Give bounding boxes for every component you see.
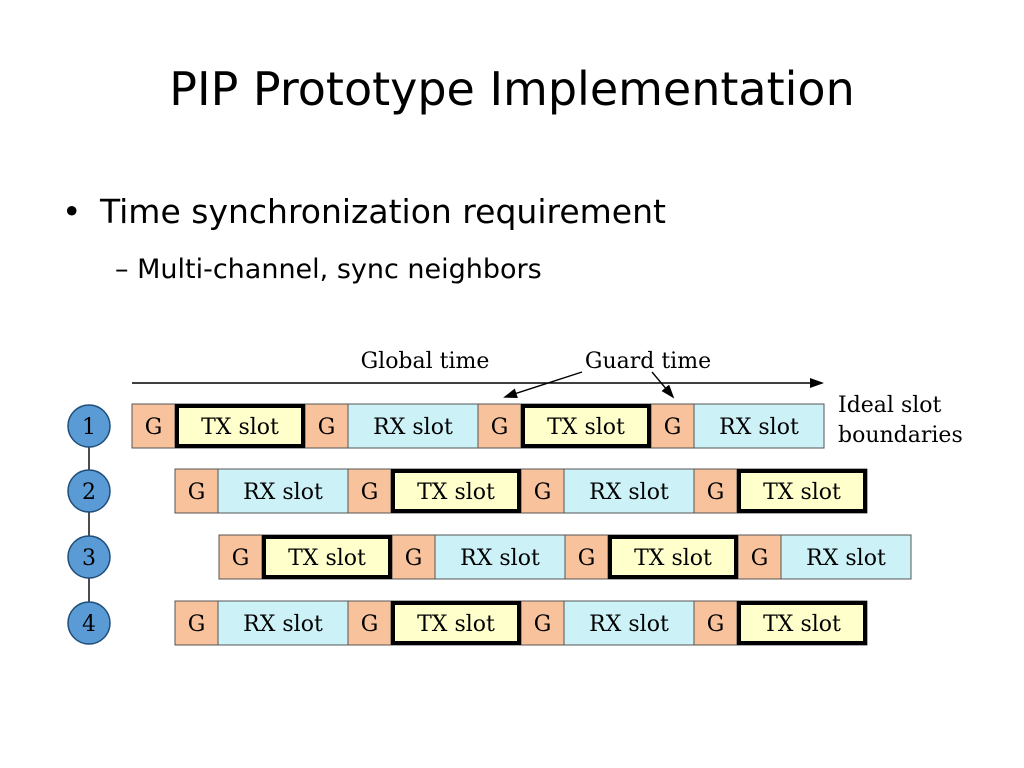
guard-slot-cell-row1-4 <box>477 403 522 449</box>
node-label-4: 4 <box>82 612 96 637</box>
node-label-3: 3 <box>82 546 96 571</box>
rx-slot-label: RX slot <box>243 612 323 637</box>
rx-slot-cell-row3-7 <box>780 534 912 580</box>
guard-slot-label: G <box>751 546 769 571</box>
tx-slot-cell-row4-3 <box>390 600 522 646</box>
guard-slot-cell-row4-4 <box>520 600 565 646</box>
guard-slot-label: G <box>318 415 336 440</box>
guard-slot-label: G <box>145 415 163 440</box>
rx-slot-cell-row2-5 <box>563 468 695 514</box>
tx-slot-label: TX slot <box>288 546 366 571</box>
tx-slot-label: TX slot <box>417 480 495 505</box>
guard-slot-cell-row3-4 <box>564 534 609 580</box>
tx-slot-border-row1-1 <box>521 404 651 448</box>
node-circle-4 <box>67 601 111 645</box>
tx-slot-border-row3-1 <box>608 535 738 579</box>
node-label-1: 1 <box>82 415 96 440</box>
bullet-item: • Time synchronization requirement <box>62 192 666 231</box>
tx-slot-border-row2-0 <box>391 469 521 513</box>
guard-slot-cell-row1-0 <box>131 403 176 449</box>
guard-slot-cell-row2-4 <box>520 468 565 514</box>
rx-slot-label: RX slot <box>806 546 886 571</box>
rx-slot-cell-row1-3 <box>347 403 479 449</box>
guard-slot-cell-row1-2 <box>304 403 349 449</box>
guard-slot-cell-row2-0 <box>174 468 219 514</box>
tx-slot-border-row4-1 <box>737 601 867 645</box>
bullet-marker: • <box>62 192 82 231</box>
tx-slot-border-row4-0 <box>391 601 521 645</box>
bullet-text: Time synchronization requirement <box>100 192 666 231</box>
guard-slot-cell-row2-6 <box>693 468 738 514</box>
node-circle-1 <box>67 404 111 448</box>
tx-slot-border-row1-0 <box>175 404 305 448</box>
rx-slot-label: RX slot <box>460 546 540 571</box>
node-circle-3 <box>67 535 111 579</box>
tx-slot-label: TX slot <box>634 546 712 571</box>
tx-slot-label: TX slot <box>763 612 841 637</box>
guard-slot-cell-row3-6 <box>737 534 782 580</box>
guard-slot-label: G <box>361 480 379 505</box>
guard-slot-cell-row4-2 <box>347 600 392 646</box>
guard-time-pointer-left <box>503 371 583 399</box>
guard-slot-label: G <box>188 480 206 505</box>
tx-slot-cell-row1-5 <box>520 403 652 449</box>
ideal-slot-label-line1: Ideal slot <box>838 393 942 418</box>
tx-slot-label: TX slot <box>763 480 841 505</box>
guard-slot-cell-row4-0 <box>174 600 219 646</box>
tx-slot-label: TX slot <box>201 415 279 440</box>
tx-slot-label: TX slot <box>417 612 495 637</box>
rx-slot-label: RX slot <box>243 480 323 505</box>
guard-slot-label: G <box>361 612 379 637</box>
guard-slot-label: G <box>707 480 725 505</box>
rx-slot-label: RX slot <box>589 480 669 505</box>
ideal-slot-label-line2: boundaries <box>838 423 963 448</box>
guard-slot-cell-row3-2 <box>391 534 436 580</box>
guard-slot-label: G <box>534 612 552 637</box>
rx-slot-label: RX slot <box>589 612 669 637</box>
tx-slot-cell-row4-7 <box>736 600 868 646</box>
guard-slot-label: G <box>405 546 423 571</box>
guard-slot-label: G <box>664 415 682 440</box>
sub-bullet-marker: – <box>115 254 129 285</box>
node-label-2: 2 <box>82 480 96 505</box>
rx-slot-cell-row1-7 <box>693 403 825 449</box>
rx-slot-cell-row3-3 <box>434 534 566 580</box>
tx-slot-border-row2-1 <box>737 469 867 513</box>
rx-slot-cell-row4-5 <box>563 600 695 646</box>
global-time-label: Global time <box>361 349 490 374</box>
rx-slot-label: RX slot <box>373 415 453 440</box>
guard-slot-label: G <box>578 546 596 571</box>
sub-bullet-text: Multi-channel, sync neighbors <box>137 254 542 285</box>
rx-slot-label: RX slot <box>719 415 799 440</box>
guard-slot-label: G <box>534 480 552 505</box>
slide-title: PIP Prototype Implementation <box>169 62 855 116</box>
guard-time-label: Guard time <box>585 349 711 374</box>
guard-time-pointer-right <box>651 371 675 399</box>
guard-slot-cell-row2-2 <box>347 468 392 514</box>
tx-slot-border-row3-0 <box>262 535 392 579</box>
guard-slot-cell-row4-6 <box>693 600 738 646</box>
node-circle-2 <box>67 469 111 513</box>
tx-slot-label: TX slot <box>547 415 625 440</box>
rx-slot-cell-row2-1 <box>217 468 349 514</box>
guard-slot-cell-row3-0 <box>218 534 263 580</box>
tx-slot-cell-row3-1 <box>261 534 393 580</box>
guard-slot-label: G <box>707 612 725 637</box>
sub-bullet-item: – Multi-channel, sync neighbors <box>115 254 542 285</box>
guard-slot-label: G <box>232 546 250 571</box>
guard-slot-label: G <box>491 415 509 440</box>
guard-slot-label: G <box>188 612 206 637</box>
